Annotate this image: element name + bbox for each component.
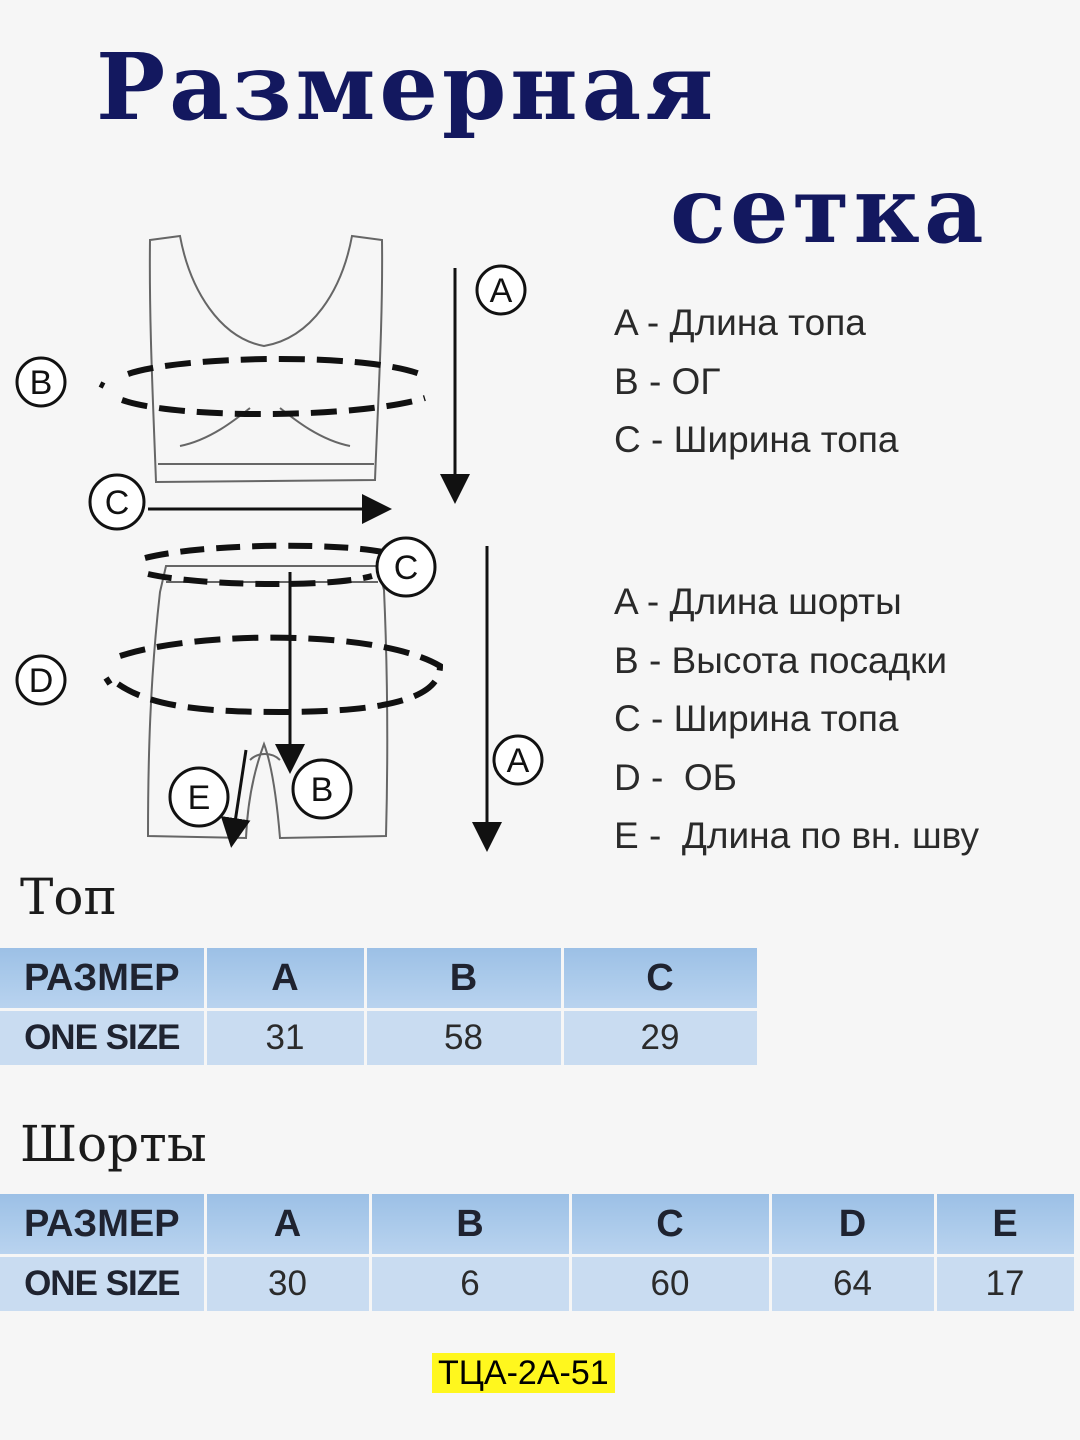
table-cell: 60 bbox=[570, 1255, 772, 1311]
column-header: РАЗМЕР bbox=[0, 948, 207, 1011]
shorts-section-title: Шорты bbox=[20, 1115, 207, 1173]
table-cell: 17 bbox=[935, 1255, 1077, 1311]
column-header: РАЗМЕР bbox=[0, 1194, 207, 1257]
page-title-line-2: сетка bbox=[670, 156, 988, 264]
table-row: ONE SIZE 30 6 60 64 17 bbox=[0, 1255, 1077, 1311]
table-cell: 30 bbox=[205, 1255, 372, 1311]
top-size-table: РАЗМЕР A B C ONE SIZE 31 58 29 bbox=[0, 948, 760, 1065]
page-title-line-1: Размерная bbox=[96, 33, 718, 141]
inseam-arrow bbox=[220, 749, 251, 848]
svg-text:A: A bbox=[507, 742, 530, 780]
marker-top-b: B bbox=[15, 356, 67, 408]
svg-text:B: B bbox=[311, 771, 334, 809]
svg-text:D: D bbox=[29, 662, 54, 700]
legend-item: A - Длина шорты bbox=[614, 581, 902, 622]
column-header: A bbox=[205, 948, 367, 1011]
column-header: C bbox=[562, 948, 760, 1011]
table-cell: 58 bbox=[365, 1009, 564, 1065]
svg-text:C: C bbox=[394, 549, 419, 587]
table-cell: 64 bbox=[770, 1255, 937, 1311]
product-code-label: ТЦА-2А-51 bbox=[432, 1353, 615, 1393]
legend-item: A - Длина топа bbox=[614, 302, 866, 343]
bust-measure-line bbox=[121, 356, 426, 417]
table-header-row: РАЗМЕР A B C bbox=[0, 948, 760, 1011]
hip-measure-line bbox=[116, 634, 444, 716]
legend-item: B - ОГ bbox=[614, 360, 721, 402]
shorts-legend: A - Длина шорты B - Высота посадки C - Ш… bbox=[614, 581, 979, 874]
table-cell: ONE SIZE bbox=[0, 1255, 207, 1311]
table-header-row: РАЗМЕР A B C D E bbox=[0, 1194, 1077, 1257]
legend-item: C - Ширина топа bbox=[614, 419, 899, 460]
table-cell: 31 bbox=[205, 1009, 367, 1065]
table-cell: 29 bbox=[562, 1009, 760, 1065]
legend-item: B - Высота посадки bbox=[614, 639, 948, 681]
column-header: A bbox=[205, 1194, 372, 1257]
marker-top-c: C bbox=[88, 473, 146, 531]
svg-text:A: A bbox=[490, 272, 513, 310]
column-header: D bbox=[770, 1194, 937, 1257]
marker-top-a: A bbox=[475, 264, 527, 316]
column-header: E bbox=[935, 1194, 1077, 1257]
top-legend: A - Длина топа B - ОГ C - Ширина топа bbox=[614, 302, 898, 478]
legend-item: E - Длина по вн. шву bbox=[614, 815, 980, 856]
waist-measure-line bbox=[144, 542, 384, 588]
marker-shorts-c: C bbox=[375, 536, 437, 598]
table-row: ONE SIZE 31 58 29 bbox=[0, 1009, 760, 1065]
legend-item: D - ОБ bbox=[614, 756, 737, 798]
shorts-size-table: РАЗМЕР A B C D E ONE SIZE 30 6 60 64 17 bbox=[0, 1194, 1077, 1311]
marker-shorts-d: D bbox=[15, 654, 67, 706]
svg-text:B: B bbox=[30, 364, 53, 402]
marker-shorts-e: E bbox=[168, 766, 230, 828]
garment-diagram: A B C C D A E B bbox=[15, 234, 544, 852]
marker-shorts-b: B bbox=[291, 758, 353, 820]
column-header: B bbox=[365, 948, 564, 1011]
column-header: C bbox=[570, 1194, 772, 1257]
top-section-title: Топ bbox=[20, 868, 117, 926]
marker-shorts-a: A bbox=[492, 734, 544, 786]
table-cell: ONE SIZE bbox=[0, 1009, 207, 1065]
svg-text:C: C bbox=[105, 484, 130, 522]
legend-item: C - Ширина топа bbox=[614, 698, 899, 739]
table-cell: 6 bbox=[370, 1255, 572, 1311]
svg-text:E: E bbox=[188, 779, 211, 817]
column-header: B bbox=[370, 1194, 572, 1257]
